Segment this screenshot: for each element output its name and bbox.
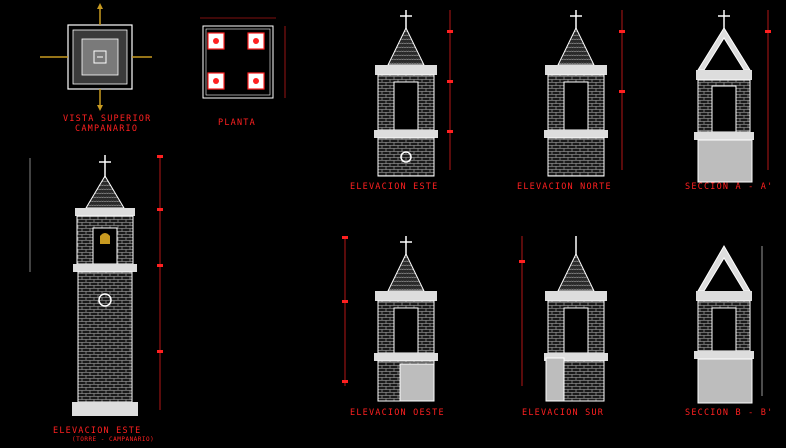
elevacion-este-title: ELEVACION ESTE <box>350 182 439 192</box>
main-elevation-tower <box>29 155 161 416</box>
elevation-oeste <box>344 236 438 402</box>
seccion-a-title: SECCION A - A' <box>685 182 774 192</box>
seccion-b-title: SECCION B - B' <box>685 408 774 418</box>
dimension-markers <box>157 30 771 383</box>
vista-superior-title: VISTA SUPERIOR <box>63 114 152 124</box>
elevacion-oeste-title: ELEVACION OESTE <box>350 408 445 418</box>
elevation-este <box>374 10 451 177</box>
elevation-sur <box>521 236 608 402</box>
elevacion-este-main-title: ELEVACION ESTE <box>53 426 142 436</box>
torre-campanario-subtitle: (TORRE - CAMPANARIO) <box>72 436 155 443</box>
section-a <box>694 10 769 183</box>
elevation-norte <box>544 10 623 177</box>
planta-title: PLANTA <box>218 118 256 128</box>
top-view-campanario <box>40 3 152 111</box>
elevacion-sur-title: ELEVACION SUR <box>522 408 605 418</box>
floor-plan <box>200 17 286 99</box>
campanario-title: CAMPANARIO <box>75 124 139 134</box>
section-b <box>694 245 763 404</box>
elevacion-norte-title: ELEVACION NORTE <box>517 182 612 192</box>
